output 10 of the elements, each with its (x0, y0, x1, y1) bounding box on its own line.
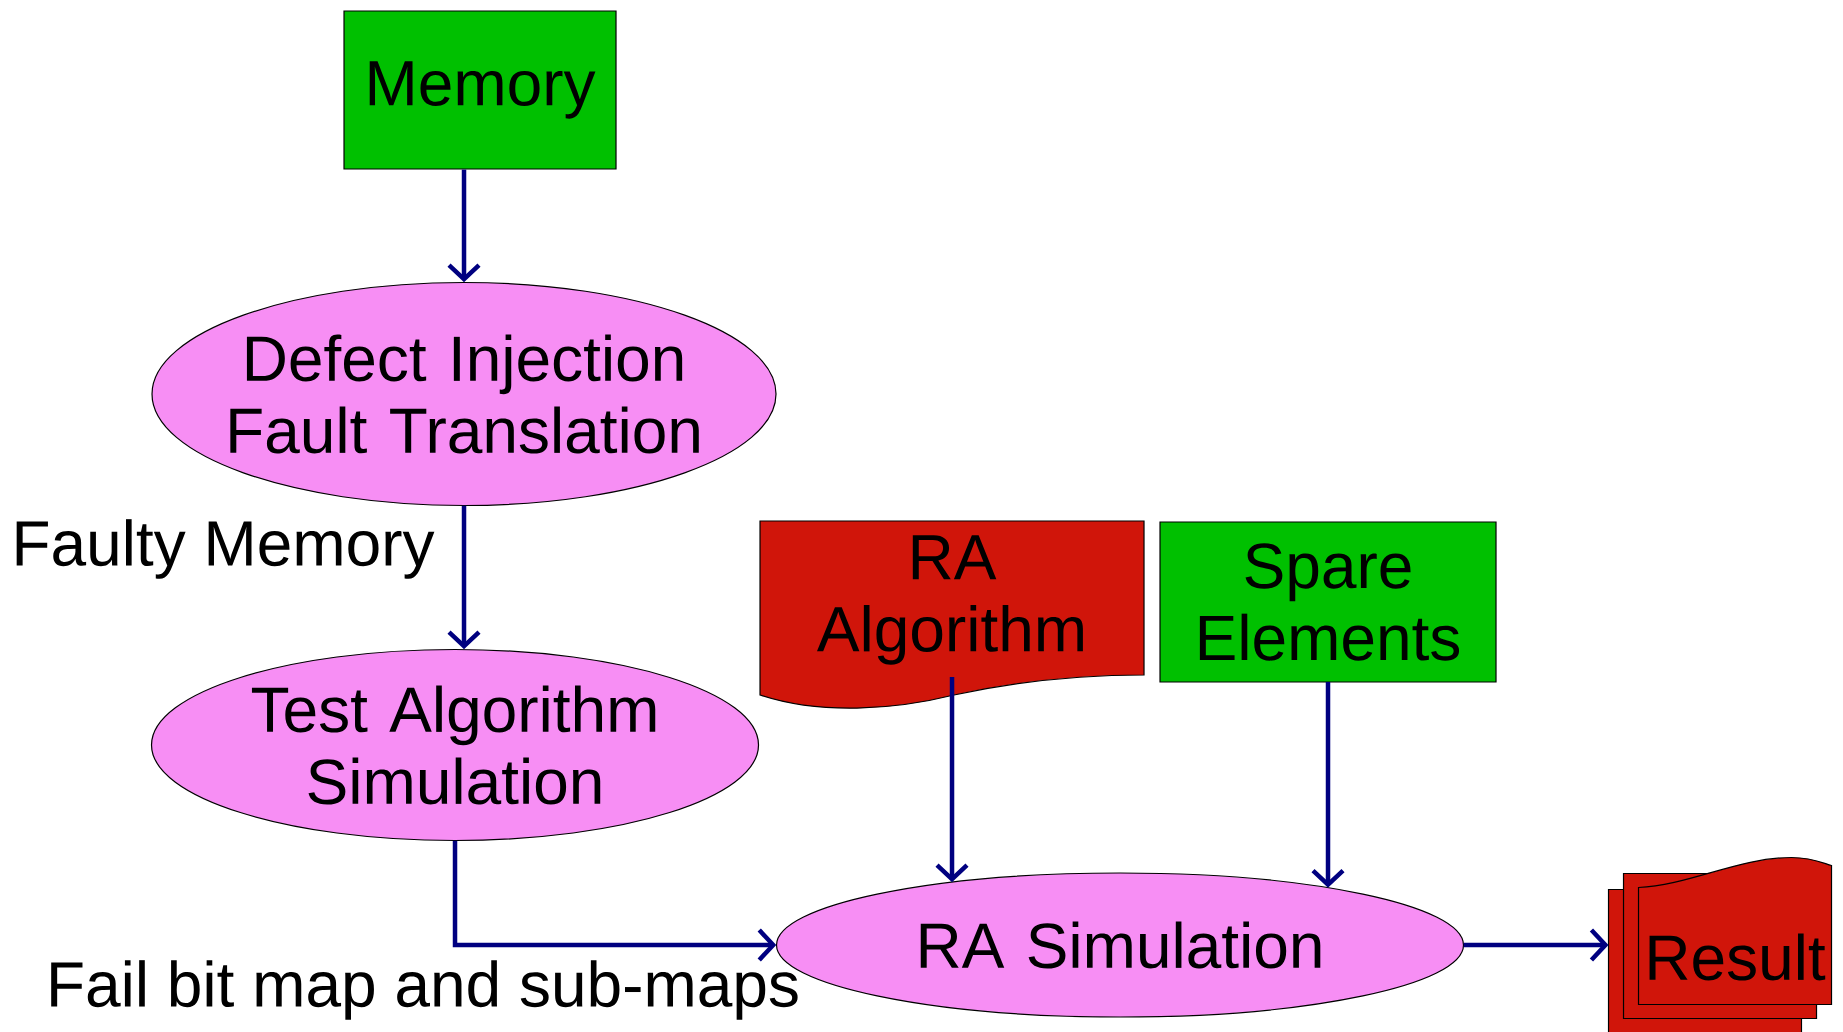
arrow (1463, 928, 1609, 962)
arrow (447, 505, 481, 650)
arrow (447, 169, 481, 283)
arrow (452, 840, 777, 962)
arrow (1311, 682, 1345, 888)
data-box: Spare Elements (1159, 521, 1497, 683)
arrow (935, 677, 969, 883)
document-stack: Result (1607, 856, 1833, 1032)
edge-label: Faulty Memory (16, 519, 435, 579)
memory-box: Memory (343, 10, 617, 170)
